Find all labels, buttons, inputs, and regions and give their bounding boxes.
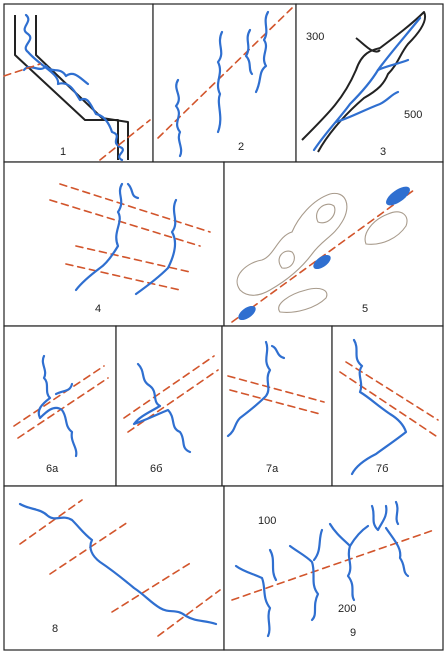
river-2a	[174, 78, 183, 158]
contour-line-3	[301, 11, 426, 153]
panel-3: 300 500 3	[295, 3, 444, 163]
river-3	[312, 16, 422, 152]
panel-8: 8	[3, 485, 225, 651]
panel-7a: 7а	[221, 325, 333, 487]
river-4a-tributary	[126, 182, 140, 200]
valley-wall-right	[35, 15, 129, 160]
panel-label-6a: 6а	[46, 463, 59, 475]
fault-line-7a-2	[229, 389, 321, 415]
panel-5-border	[223, 161, 444, 327]
river-6b	[132, 362, 192, 454]
fault-line-6b-1	[123, 355, 215, 419]
panel-label-7b: 7б	[376, 463, 388, 475]
river-2c-tributary	[244, 28, 254, 76]
panel-6b-border	[115, 325, 223, 487]
river-9a	[234, 564, 272, 638]
river-4a	[74, 182, 124, 292]
panel-2: 2	[152, 3, 297, 163]
fault-line-2	[157, 7, 293, 139]
panel-6a: 6а	[3, 325, 117, 487]
river-9c	[346, 544, 356, 602]
panel-label-9: 9	[350, 627, 356, 639]
panel-1-border	[3, 3, 154, 163]
panel-7b: 7б	[331, 325, 444, 487]
river-6a	[37, 354, 78, 458]
fault-line-8b	[49, 521, 129, 575]
river-9b-tributary	[312, 528, 324, 562]
fault-line-1a	[3, 63, 41, 77]
panel-9-border	[223, 485, 444, 651]
panel-label-6b: 6б	[150, 463, 162, 475]
panel-label-8: 8	[52, 623, 58, 635]
river-7b	[350, 338, 408, 476]
panel-4: 4	[3, 161, 225, 327]
contour-value-100: 100	[258, 515, 276, 527]
panel-label-4: 4	[95, 303, 101, 315]
river-6a-tributary	[54, 382, 74, 396]
river-2b	[216, 30, 224, 134]
river-9b	[288, 544, 320, 622]
contour-value-500: 500	[404, 109, 422, 121]
river-9d-tributary	[394, 500, 400, 526]
river-1	[23, 13, 124, 162]
fault-line-8a	[19, 499, 83, 545]
river-9d	[384, 526, 410, 578]
river-9a-tributary	[268, 548, 278, 582]
contour-value-200: 200	[338, 603, 356, 615]
river-3-tributary	[376, 58, 410, 72]
panel-7b-border	[331, 325, 444, 487]
fault-line-4b	[49, 199, 201, 247]
river-2c	[254, 10, 270, 94]
relief-contour-2	[364, 211, 408, 245]
panel-5: 5	[223, 161, 444, 327]
relief-contour-3	[278, 287, 328, 313]
relief-contour-1-inner-a	[278, 250, 295, 269]
fault-line-4c	[75, 245, 191, 273]
panel-label-5: 5	[362, 303, 368, 315]
river-8	[18, 502, 218, 626]
panel-6b: 6б	[115, 325, 223, 487]
contour-value-300: 300	[306, 31, 324, 43]
lake-3	[386, 186, 410, 206]
panel-label-1: 1	[60, 146, 66, 158]
panel-label-7a: 7а	[266, 463, 279, 475]
fault-line-4d	[65, 263, 181, 291]
fault-line-1b	[99, 119, 151, 161]
panel-label-2: 2	[238, 141, 244, 153]
fault-line-6a-2	[17, 377, 109, 439]
contour-line-3-top	[355, 37, 381, 53]
fault-line-9	[231, 529, 435, 601]
river-3-branch	[334, 90, 400, 124]
river-9d-head	[370, 504, 388, 532]
fault-line-7b-1	[339, 371, 437, 437]
lake-1	[238, 305, 256, 321]
fault-line-7a-1	[227, 375, 325, 403]
panel-9: 100 200 9	[223, 485, 444, 651]
fault-line-8c	[111, 561, 193, 613]
river-4b	[134, 198, 178, 296]
river-1-tributary	[22, 64, 90, 86]
relief-contour-1-inner-b	[316, 203, 336, 224]
fault-line-6a-1	[13, 365, 105, 427]
panel-1: 1	[3, 3, 154, 163]
river-7a-tributary	[270, 344, 286, 360]
panel-8-border	[3, 485, 225, 651]
valley-wall-left	[14, 15, 119, 160]
fault-line-7b-2	[345, 361, 439, 421]
panel-6a-border	[3, 325, 117, 487]
fault-line-4a	[59, 183, 211, 233]
lake-2	[313, 254, 331, 270]
panel-label-3: 3	[380, 146, 386, 158]
panel-2-border	[152, 3, 297, 163]
fault-line-8d	[157, 589, 221, 637]
river-7a	[226, 340, 272, 438]
